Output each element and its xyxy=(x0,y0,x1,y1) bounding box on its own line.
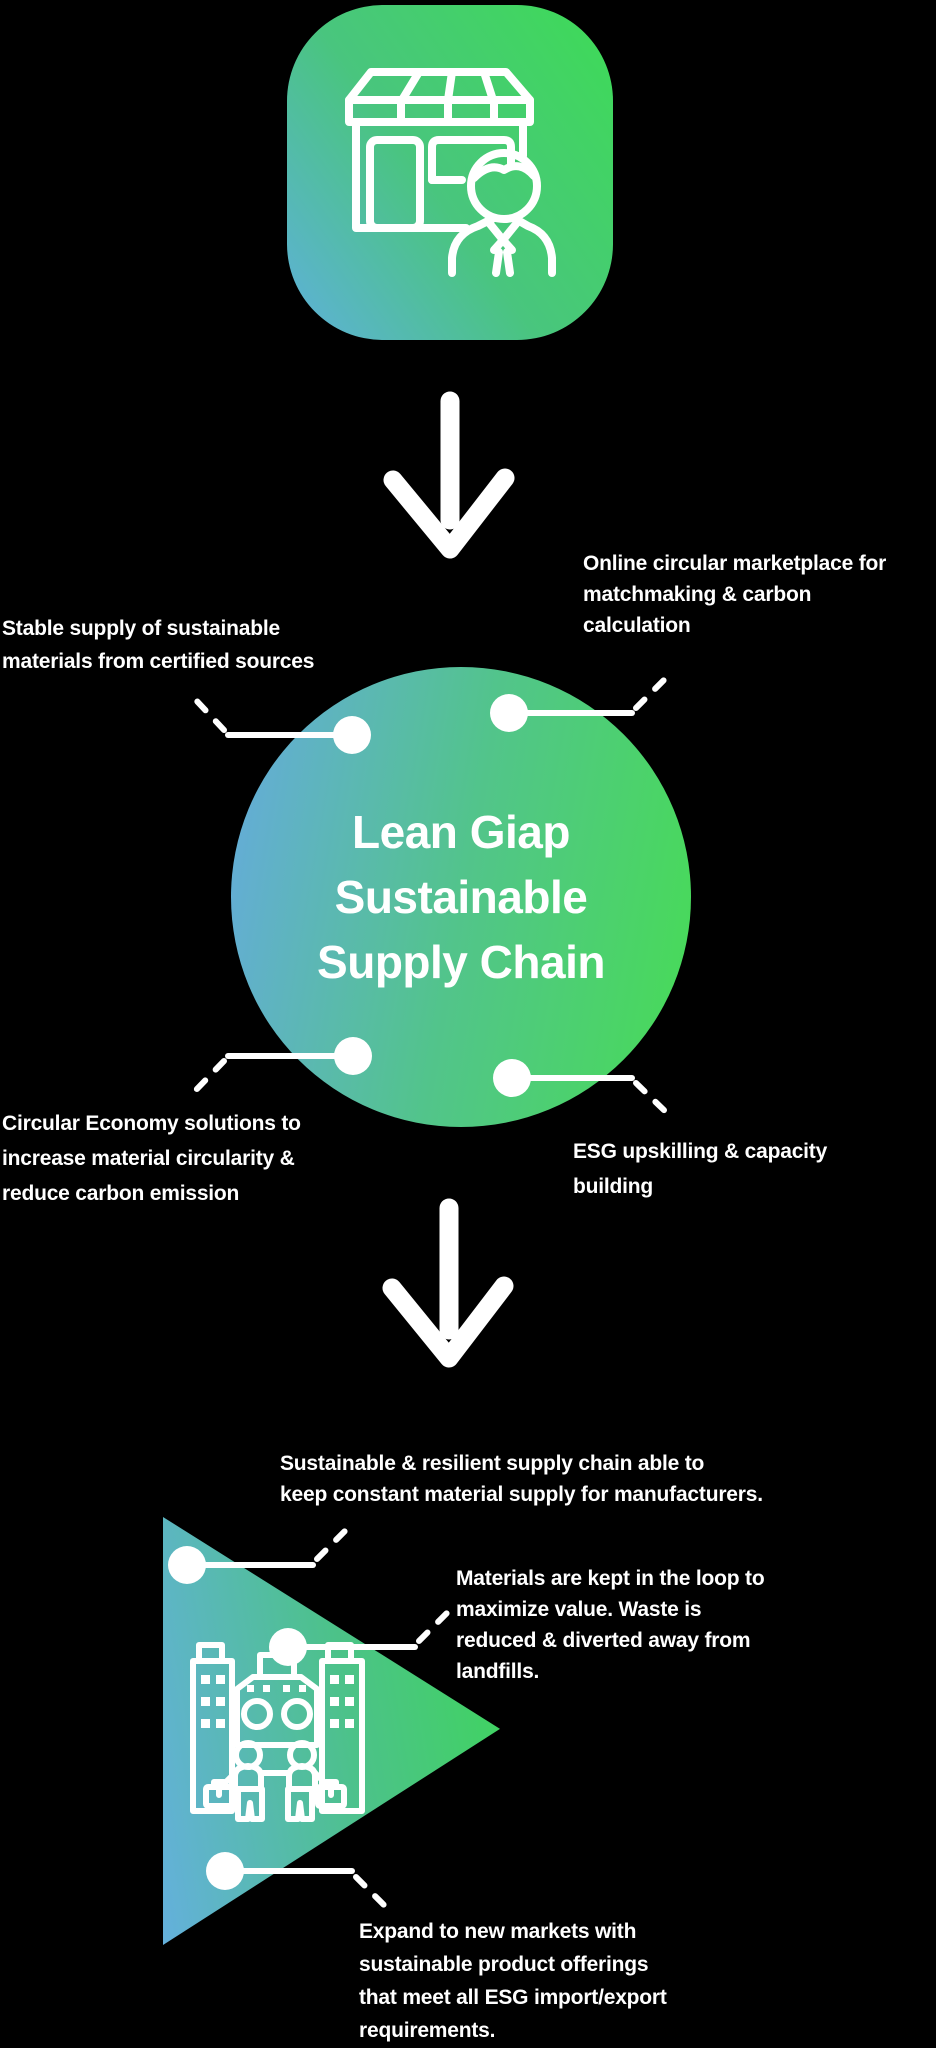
storefront-person-icon xyxy=(345,67,556,277)
capability-label-circular-economy: Circular Economy solutions to increase m… xyxy=(2,1112,301,1205)
hub-circle: Lean Giap Sustainable Supply Chain xyxy=(231,667,691,1127)
outcome-label-resilient-chain: Sustainable & resilient supply chain abl… xyxy=(280,1452,763,1506)
down-arrow-bottom xyxy=(382,1198,514,1368)
connector-resilient-chain xyxy=(168,1525,351,1584)
hub-title: Lean Giap Sustainable Supply Chain xyxy=(317,805,605,988)
connector-marketplace xyxy=(490,673,671,732)
marketplace-app-badge xyxy=(287,5,613,340)
down-arrow-top xyxy=(383,391,515,559)
capability-label-esg-upskilling: ESG upskilling & capacity building xyxy=(573,1140,828,1198)
connector-new-markets xyxy=(206,1852,387,1908)
connector-stable-supply xyxy=(191,695,371,754)
connector-materials-loop xyxy=(269,1607,453,1666)
capability-label-stable-supply: Stable supply of sustainable materials f… xyxy=(2,617,315,673)
outcome-label-materials-loop: Materials are kept in the loop to maximi… xyxy=(456,1567,765,1683)
connector-esg-upskilling xyxy=(493,1059,671,1117)
capability-label-marketplace: Online circular marketplace for matchmak… xyxy=(583,552,887,637)
city-partnership-icon xyxy=(190,1642,365,1822)
connector-circular-economy xyxy=(191,1037,372,1095)
outcome-label-new-markets: Expand to new markets with sustainable p… xyxy=(359,1920,667,2042)
